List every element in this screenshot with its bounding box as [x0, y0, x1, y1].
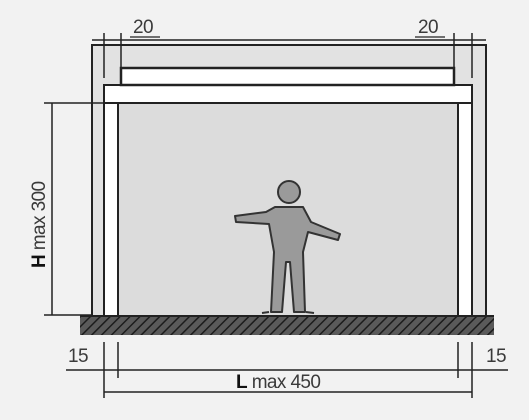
floor-hatch	[80, 316, 494, 335]
top-right-offset-label: 20	[418, 17, 438, 38]
width-label: L max 450	[236, 372, 320, 393]
bottom-left-offset-label: 15	[68, 346, 88, 367]
top-lintel	[103, 84, 473, 104]
width-value: max 450	[247, 372, 320, 393]
height-symbol: H	[29, 255, 50, 268]
right-post	[457, 84, 473, 318]
height-value: max 300	[29, 181, 50, 254]
width-symbol: L	[236, 372, 248, 393]
left-post	[103, 84, 119, 318]
height-label: H max 300	[29, 181, 50, 268]
bottom-right-offset-label: 15	[486, 346, 506, 367]
door-roll-box	[119, 66, 456, 87]
top-left-offset-label: 20	[133, 17, 153, 38]
standing-person-icon	[234, 180, 341, 314]
